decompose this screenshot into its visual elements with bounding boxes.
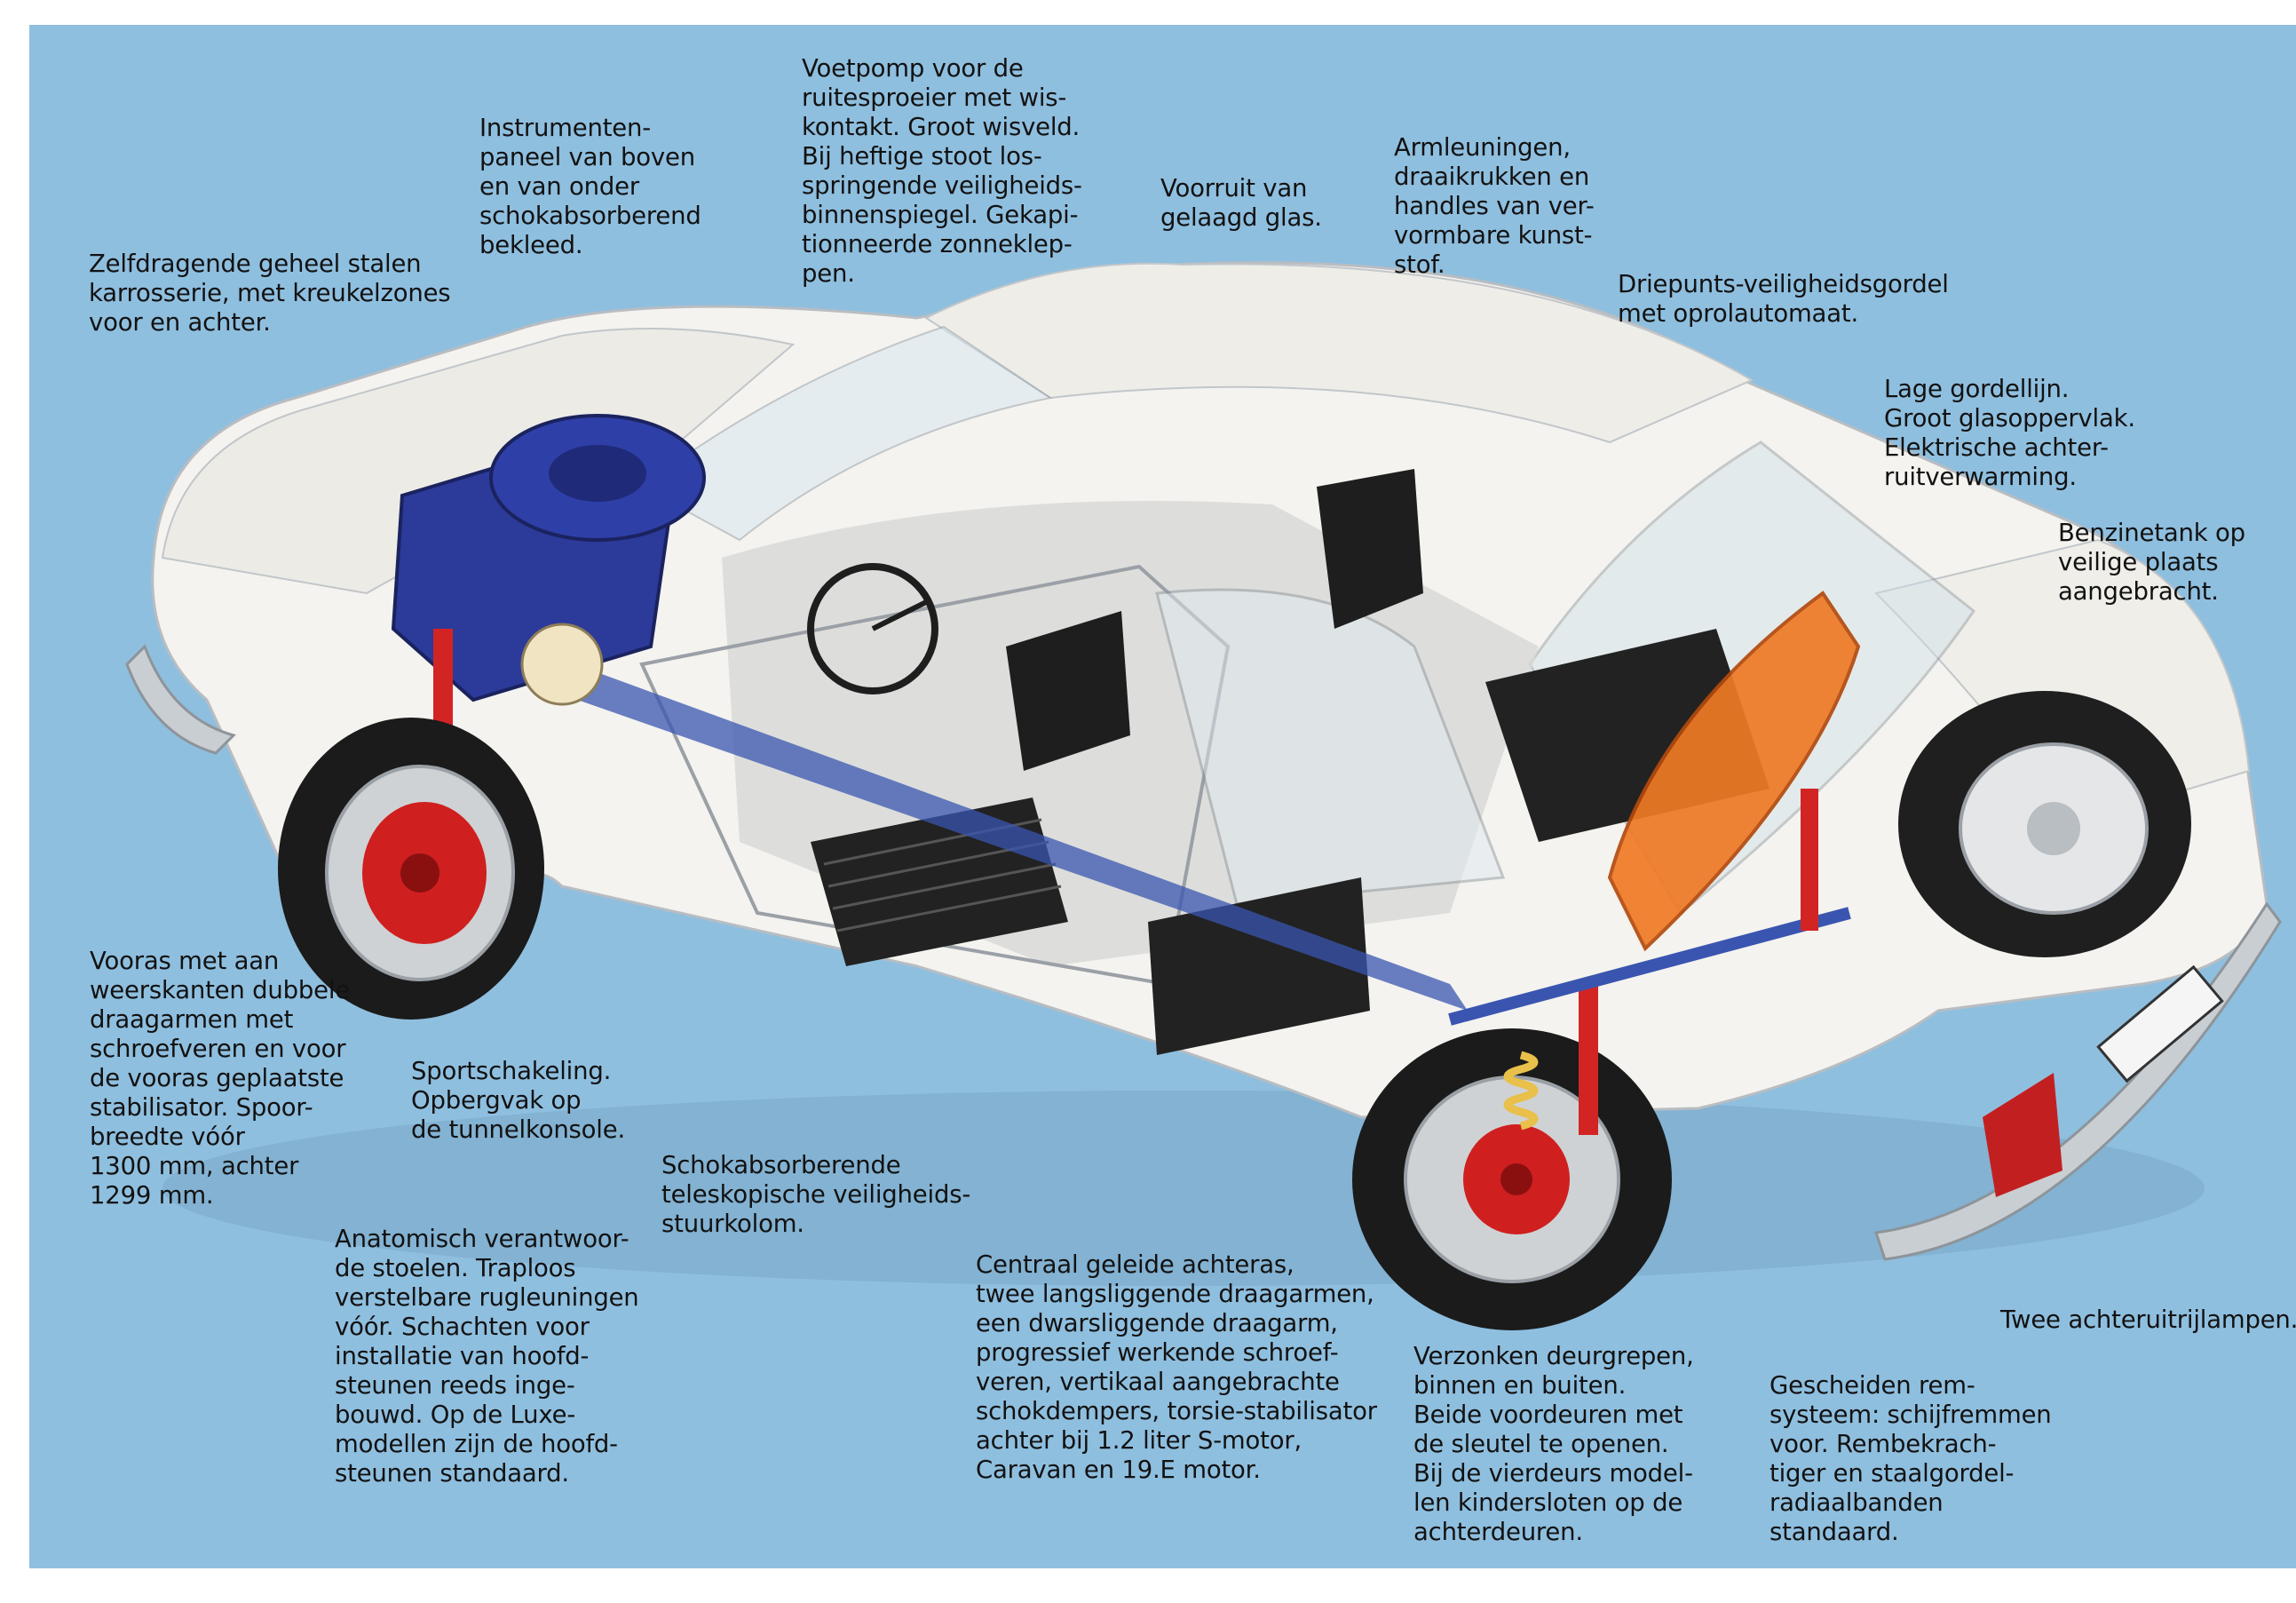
caption-brakes: Gescheiden rem- systeem: schijfremmen vo… [1770,1371,2052,1546]
front-bumper [125,644,236,755]
front-door [639,564,1231,987]
caption-body: Zelfdragende geheel stalen karrosserie, … [89,250,451,337]
caption-frontaxle: Vooras met aan weerskanten dubbele draag… [90,947,351,1210]
windshield [640,325,1053,542]
steering-wheel [807,563,938,694]
car-cutaway-illustration [125,261,2282,1330]
rear-right-shock [1801,789,1818,931]
rear-shock-absorber [1579,984,1598,1135]
front-wheel [278,718,544,1020]
license-plate [2096,964,2224,1083]
caption-reverselights: Twee achteruitrijlampen. [2000,1305,2296,1334]
engine [391,414,706,706]
caption-doorhandles: Verzonken deurgrepen, binnen en buiten. … [1413,1342,1694,1546]
caption-windscreen: Voorruit van gelaagd glas. [1160,174,1322,232]
caption-rearaxle: Centraal geleide achteras, twee langslig… [976,1250,1377,1484]
caption-washer: Voetpomp voor de ruitesproeier met wis- … [802,54,1082,288]
rear-spring [1503,1051,1539,1131]
roof [923,262,1754,444]
caption-seats: Anatomisch verantwoor- de stoelen. Trapl… [335,1225,639,1488]
caption-seatbelt: Driepunts-veiligheidsgordel met oprolaut… [1618,270,1949,328]
caption-fueltank: Benzinetank op veilige plaats aangebrach… [2058,519,2245,606]
front-seat-passenger-back [1317,469,1423,629]
diagram-panel: Zelfdragende geheel stalen karrosserie, … [29,25,2296,1568]
rear-axle [1448,907,1851,1026]
rear-bench [1148,877,1370,1055]
tail-light [1983,1073,2062,1197]
driveshaft [526,647,1468,1011]
fuel-tank [1607,591,1861,952]
caption-steering: Schokabsorberende teleskopische veilighe… [661,1151,971,1238]
spare-wheel [1898,691,2191,957]
ground-shadow [162,1091,2205,1286]
caption-armrests: Armleuningen, draaikrukken en handles va… [1394,133,1595,279]
caption-beltline: Lage gordellijn. Groot glasoppervlak. El… [1884,375,2135,491]
front-seat-driver [1006,611,1130,771]
caption-gearshift: Sportschakeling. Opbergvak op de tunnelk… [411,1057,625,1144]
rear-door-window [1155,588,1506,906]
caption-dashboard: Instrumenten- paneel van boven en van on… [479,114,701,259]
